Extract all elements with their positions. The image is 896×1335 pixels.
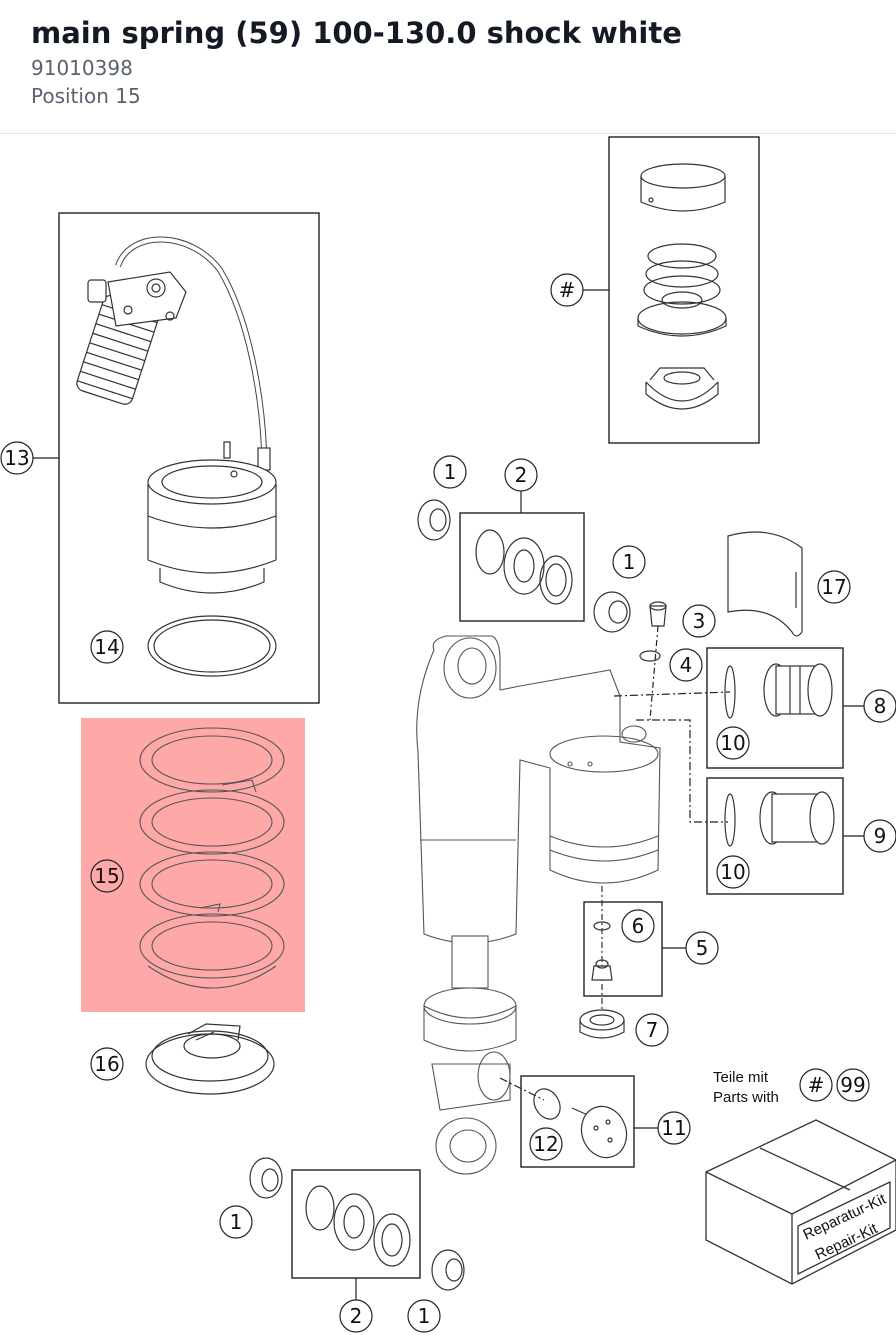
callout-12[interactable]: 12	[529, 1127, 563, 1161]
callout-99[interactable]: 99	[836, 1068, 870, 1102]
svg-text:99: 99	[840, 1073, 865, 1097]
callout-10-b[interactable]: 10	[716, 855, 750, 889]
callout-1-b[interactable]: 1	[612, 545, 646, 579]
svg-text:10: 10	[720, 731, 745, 755]
spring-seat-set	[637, 163, 727, 410]
part-number: 91010398	[31, 56, 133, 80]
bushing-1-bottom-left	[249, 1157, 283, 1199]
callout-1-c[interactable]: 1	[219, 1205, 253, 1239]
callout-14[interactable]: 14	[90, 630, 124, 664]
bushing-1-bottom-right	[431, 1249, 465, 1291]
callout-1-d[interactable]: 1	[407, 1299, 441, 1333]
group-box-5	[583, 901, 663, 997]
callout-8[interactable]: 8	[863, 689, 896, 723]
svg-text:6: 6	[632, 914, 645, 938]
valve-cap-3	[649, 601, 667, 627]
callout-17[interactable]: 17	[817, 570, 851, 604]
svg-text:11: 11	[661, 1116, 686, 1140]
svg-text:8: 8	[874, 694, 887, 718]
callout-hash-parts[interactable]: #	[799, 1068, 833, 1102]
group-box-hash	[608, 136, 760, 444]
svg-text:3: 3	[693, 609, 706, 633]
adjuster-8	[724, 663, 833, 719]
repair-kit-box	[705, 1119, 896, 1285]
leader-lines	[32, 289, 864, 1300]
parts-note-line2: Parts with	[713, 1089, 779, 1106]
callout-6[interactable]: 6	[621, 909, 655, 943]
callout-1-a[interactable]: 1	[433, 455, 467, 489]
svg-text:2: 2	[515, 463, 528, 487]
callout-2-b[interactable]: 2	[339, 1299, 373, 1333]
svg-text:1: 1	[623, 550, 636, 574]
group-box-8	[706, 647, 844, 769]
adjuster-9	[724, 791, 835, 847]
svg-text:13: 13	[4, 446, 29, 470]
svg-text:#: #	[559, 278, 576, 302]
seal-ring-14	[147, 615, 277, 677]
svg-text:2: 2	[350, 1304, 363, 1328]
parts-note-line1: Teile mit	[713, 1069, 769, 1086]
svg-text:7: 7	[646, 1018, 659, 1042]
bushing-1-top-left	[417, 499, 451, 541]
svg-text:#: #	[808, 1073, 825, 1097]
part-header: main spring (59) 100-130.0 shock white 9…	[0, 0, 896, 134]
svg-text:1: 1	[444, 460, 457, 484]
callout-3[interactable]: 3	[682, 604, 716, 638]
air-canister-13	[76, 236, 277, 594]
valve-5	[591, 886, 613, 1010]
valve-11	[533, 1088, 628, 1159]
callout-7[interactable]: 7	[635, 1013, 669, 1047]
main-spring-15	[139, 727, 285, 989]
callout-4[interactable]: 4	[669, 648, 703, 682]
svg-text:16: 16	[94, 1052, 119, 1076]
callout-9[interactable]: 9	[863, 819, 896, 853]
bushing-set-top	[475, 529, 573, 605]
callout-13[interactable]: 13	[0, 441, 34, 475]
part-title: main spring (59) 100-130.0 shock white	[31, 16, 682, 50]
bushing-1-top-right	[593, 591, 631, 633]
svg-text:14: 14	[94, 635, 119, 659]
shock-absorber-body	[416, 635, 661, 1175]
callout-15[interactable]: 15	[90, 859, 124, 893]
svg-text:1: 1	[418, 1304, 431, 1328]
svg-text:5: 5	[696, 936, 709, 960]
callout-hash[interactable]: #	[550, 273, 584, 307]
svg-text:9: 9	[874, 824, 887, 848]
svg-text:15: 15	[94, 864, 119, 888]
svg-text:1: 1	[230, 1210, 243, 1234]
callout-11[interactable]: 11	[657, 1111, 691, 1145]
callout-5[interactable]: 5	[685, 931, 719, 965]
protective-sleeve-17	[727, 531, 803, 637]
callout-10-a[interactable]: 10	[716, 726, 750, 760]
bushing-set-bottom	[305, 1185, 411, 1267]
group-box-2-bottom	[291, 1169, 421, 1279]
callout-2-a[interactable]: 2	[504, 458, 538, 492]
part-position: Position 15	[31, 84, 141, 108]
o-ring-4	[639, 650, 661, 662]
group-box-11	[520, 1075, 635, 1168]
group-box-2-top	[459, 512, 585, 622]
callout-16[interactable]: 16	[90, 1047, 124, 1081]
svg-text:10: 10	[720, 860, 745, 884]
cap-7	[579, 1009, 625, 1039]
svg-text:17: 17	[821, 575, 846, 599]
svg-text:12: 12	[533, 1132, 558, 1156]
spring-retainer-16	[145, 1023, 275, 1095]
svg-text:4: 4	[680, 653, 693, 677]
